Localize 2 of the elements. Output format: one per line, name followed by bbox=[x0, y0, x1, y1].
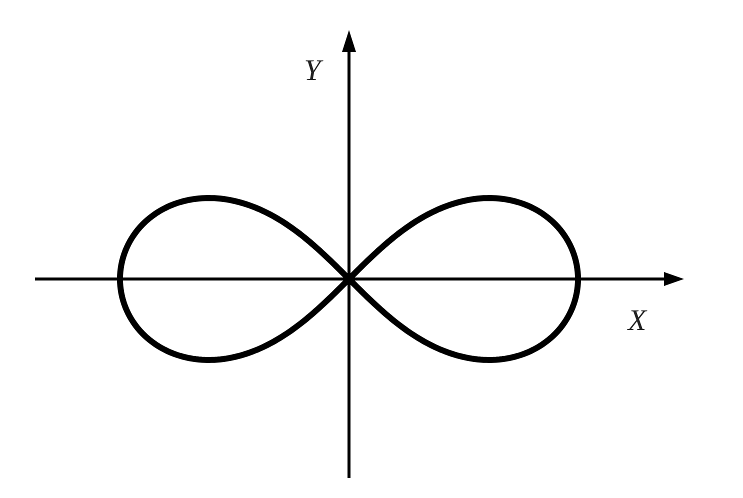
axis-label: X bbox=[628, 306, 646, 336]
axis-label: Y bbox=[304, 56, 321, 86]
